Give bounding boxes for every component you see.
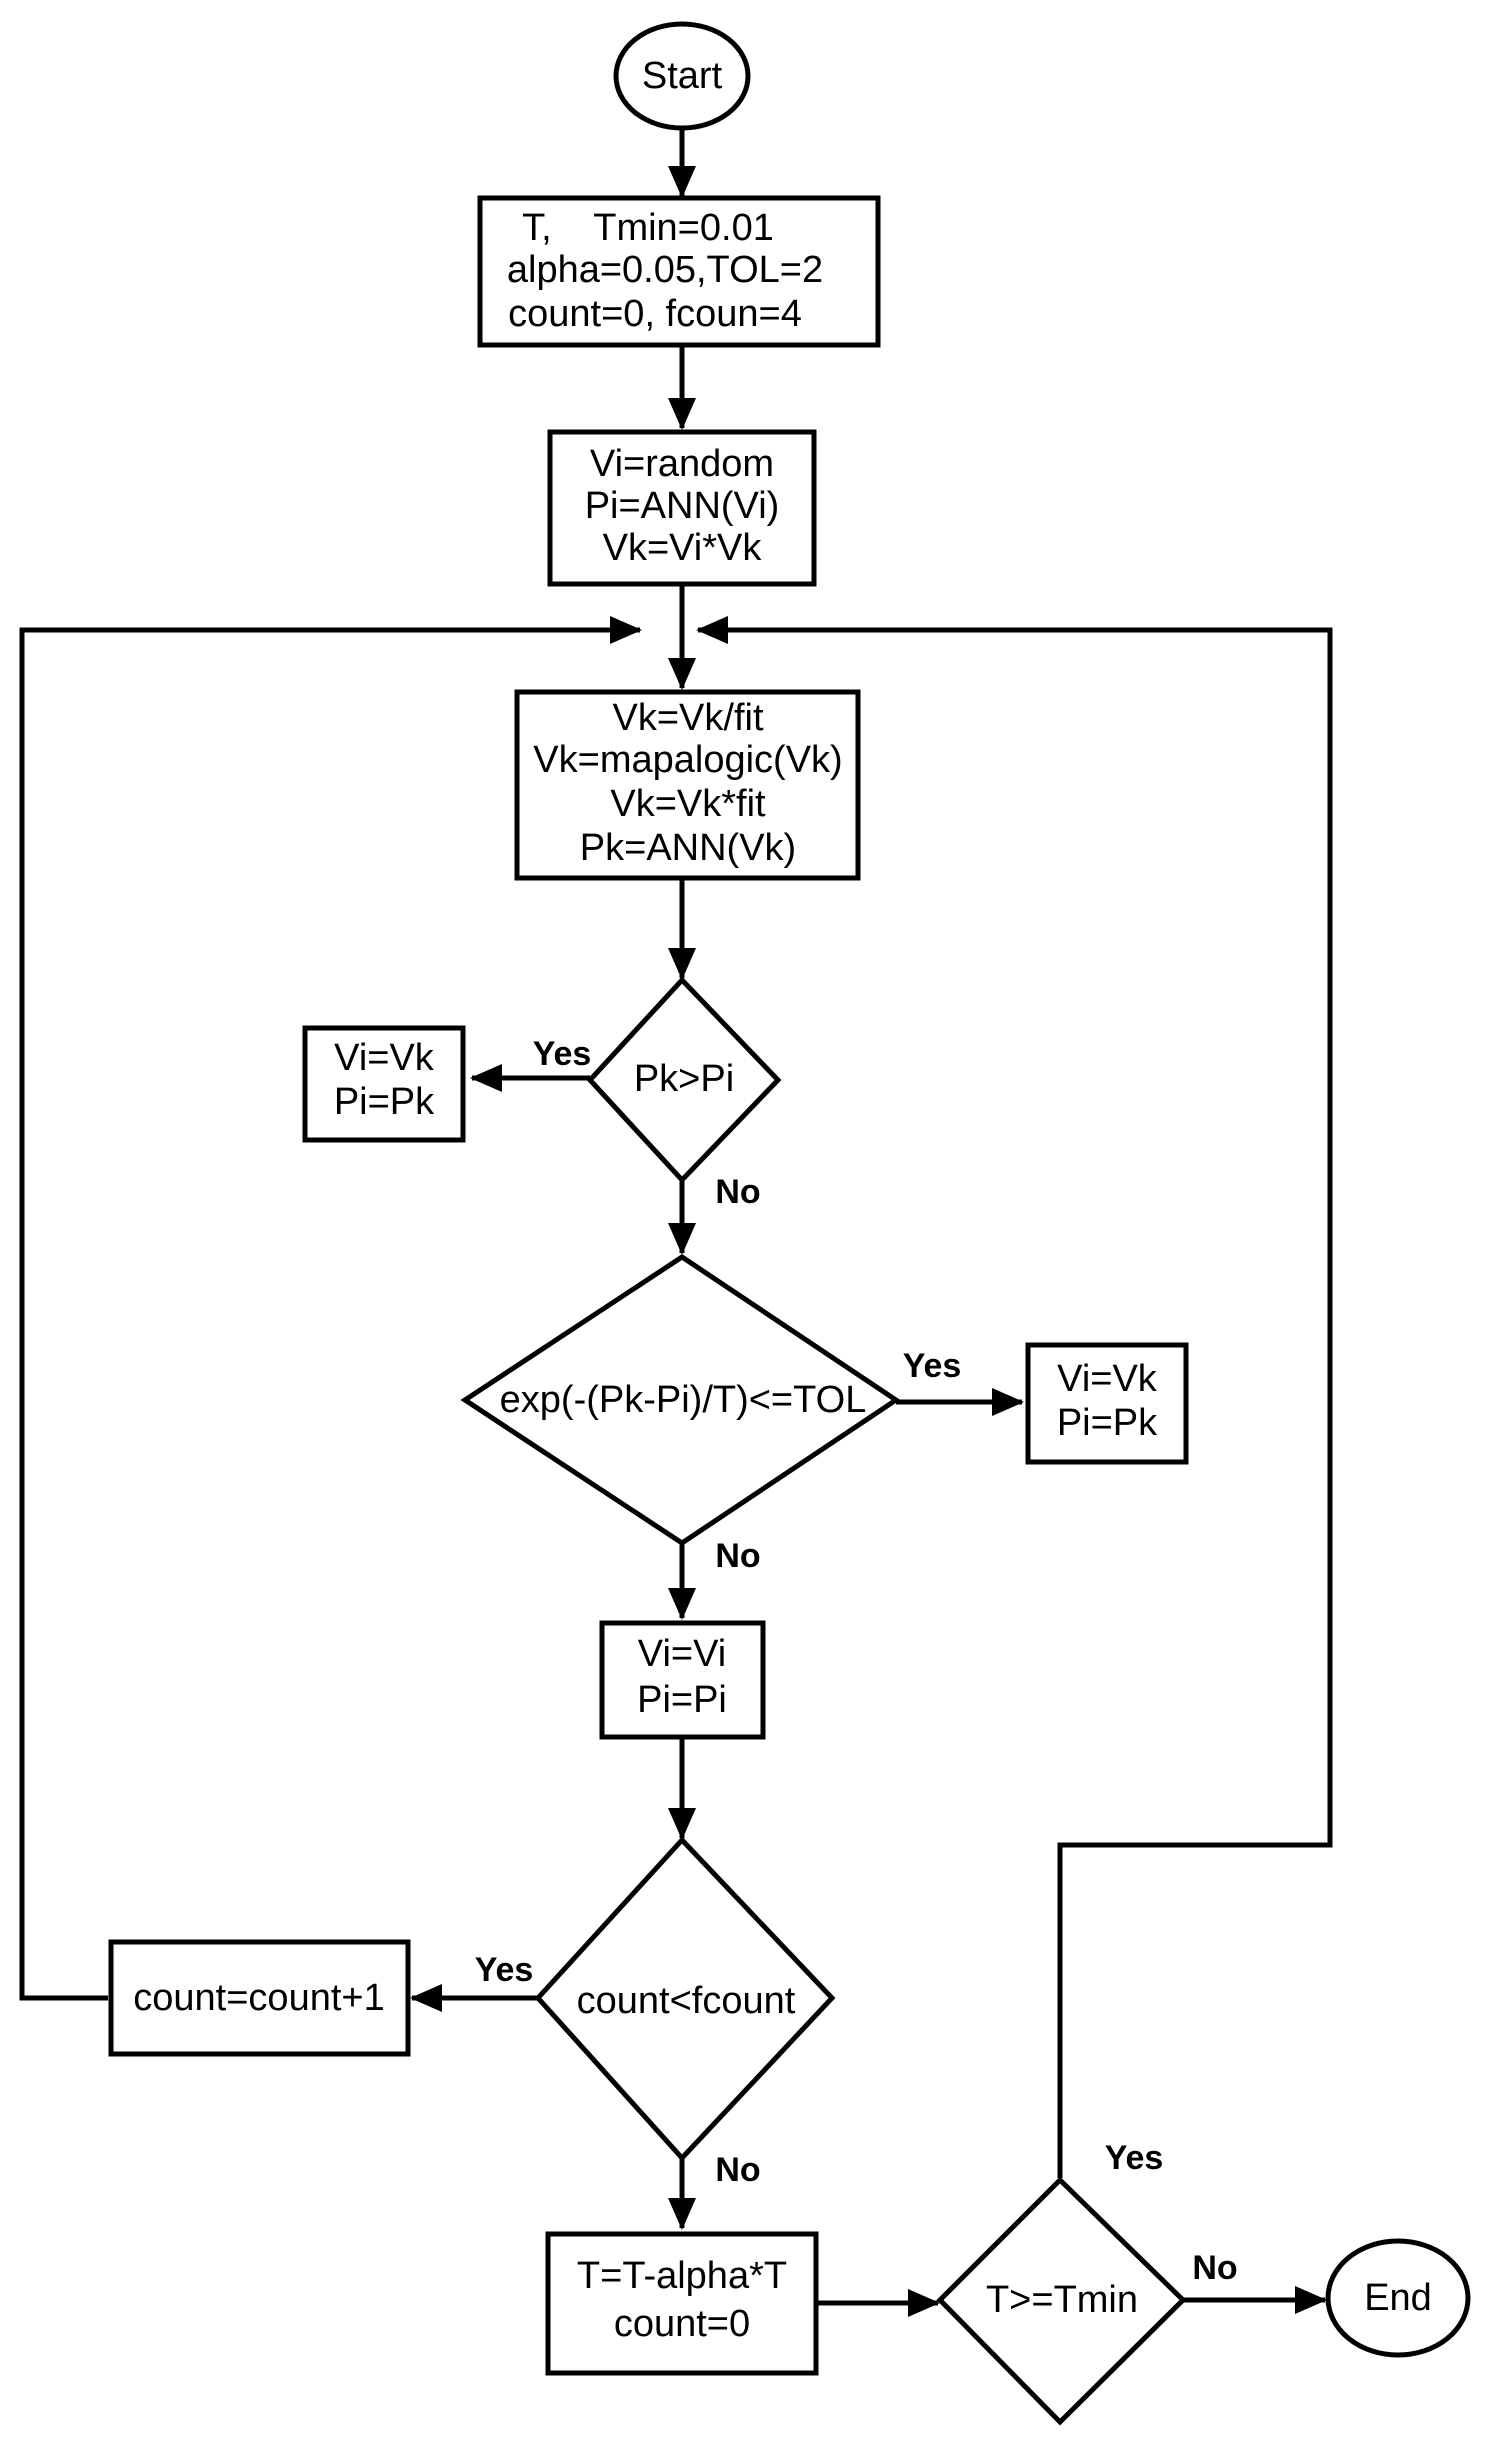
init-line-3: count=0, fcoun=4 bbox=[508, 293, 802, 335]
keep-line-1: Vi=Vi bbox=[638, 1633, 726, 1675]
decision1-label: Pk>Pi bbox=[634, 1058, 734, 1100]
random-line-2: Pi=ANN(Vi) bbox=[585, 485, 780, 527]
keep-line-2: Pi=Pi bbox=[637, 1679, 727, 1721]
accept1-line-2: Pi=Pk bbox=[334, 1081, 435, 1123]
end-node: End bbox=[1325, 2238, 1471, 2358]
loop-line-temperature bbox=[696, 616, 1333, 2178]
decision2-yes-label: Yes bbox=[903, 1347, 962, 1385]
connectors bbox=[19, 128, 1333, 2317]
decision-count-lt-fcount: count<fcount bbox=[534, 1836, 836, 2162]
loop-line-count bbox=[19, 616, 642, 2001]
decision1-no-label: No bbox=[715, 1173, 760, 1211]
start-node: Start bbox=[613, 21, 751, 131]
init-line-1: T, Tmin=0.01 bbox=[522, 207, 774, 249]
decision-exp-tol: exp(-(Pk-Pi)/T)<=TOL bbox=[460, 1253, 901, 1547]
decision2-no-label: No bbox=[715, 1537, 760, 1575]
count-box: count=count+1 bbox=[108, 1939, 411, 2057]
random-line-3: Vk=Vi*Vk bbox=[603, 527, 763, 569]
start-label: Start bbox=[642, 55, 723, 97]
decision4-label: T>=Tmin bbox=[986, 2279, 1138, 2321]
random-box: Vi=random Pi=ANN(Vi) Vk=Vi*Vk bbox=[547, 429, 817, 587]
decision1-yes-label: Yes bbox=[533, 1035, 592, 1073]
count-box-label: count=count+1 bbox=[133, 1977, 384, 2019]
update-box: Vk=Vk/fit Vk=mapalogic(Vk) Vk=Vk*fit Pk=… bbox=[514, 689, 861, 881]
decision3-label: count<fcount bbox=[577, 1980, 796, 2022]
decision3-yes-label: Yes bbox=[475, 1951, 534, 1989]
end-label: End bbox=[1364, 2277, 1432, 2319]
accept2-line-2: Pi=Pk bbox=[1057, 1402, 1158, 1444]
decision4-no-label: No bbox=[1192, 2249, 1237, 2287]
decision3-no-label: No bbox=[715, 2151, 760, 2189]
accept1-line-1: Vi=Vk bbox=[334, 1037, 435, 1079]
cool-box: T=T-alpha*T count=0 bbox=[545, 2231, 819, 2376]
update-line-2: Vk=mapalogic(Vk) bbox=[533, 739, 842, 781]
update-line-1: Vk=Vk/fit bbox=[613, 697, 764, 739]
accept2-line-1: Vi=Vk bbox=[1057, 1358, 1158, 1400]
random-line-1: Vi=random bbox=[590, 443, 774, 485]
init-box: T, Tmin=0.01 alpha=0.05,TOL=2 count=0, f… bbox=[477, 195, 881, 348]
accept-box-1: Vi=Vk Pi=Pk bbox=[302, 1025, 466, 1143]
decision4-yes-label: Yes bbox=[1105, 2139, 1164, 2177]
keep-box: Vi=Vi Pi=Pi bbox=[599, 1620, 766, 1740]
decision-t-ge-tmin: T>=Tmin bbox=[936, 2176, 1187, 2426]
update-line-4: Pk=ANN(Vk) bbox=[580, 827, 796, 869]
accept-box-2: Vi=Vk Pi=Pk bbox=[1025, 1342, 1189, 1465]
decision2-label: exp(-(Pk-Pi)/T)<=TOL bbox=[500, 1379, 867, 1421]
decision-pk-gt-pi: Pk>Pi bbox=[586, 976, 782, 1184]
cool-line-2: count=0 bbox=[614, 2303, 750, 2345]
init-line-2: alpha=0.05,TOL=2 bbox=[507, 249, 823, 291]
cool-line-1: T=T-alpha*T bbox=[577, 2255, 787, 2297]
update-line-3: Vk=Vk*fit bbox=[610, 783, 766, 825]
